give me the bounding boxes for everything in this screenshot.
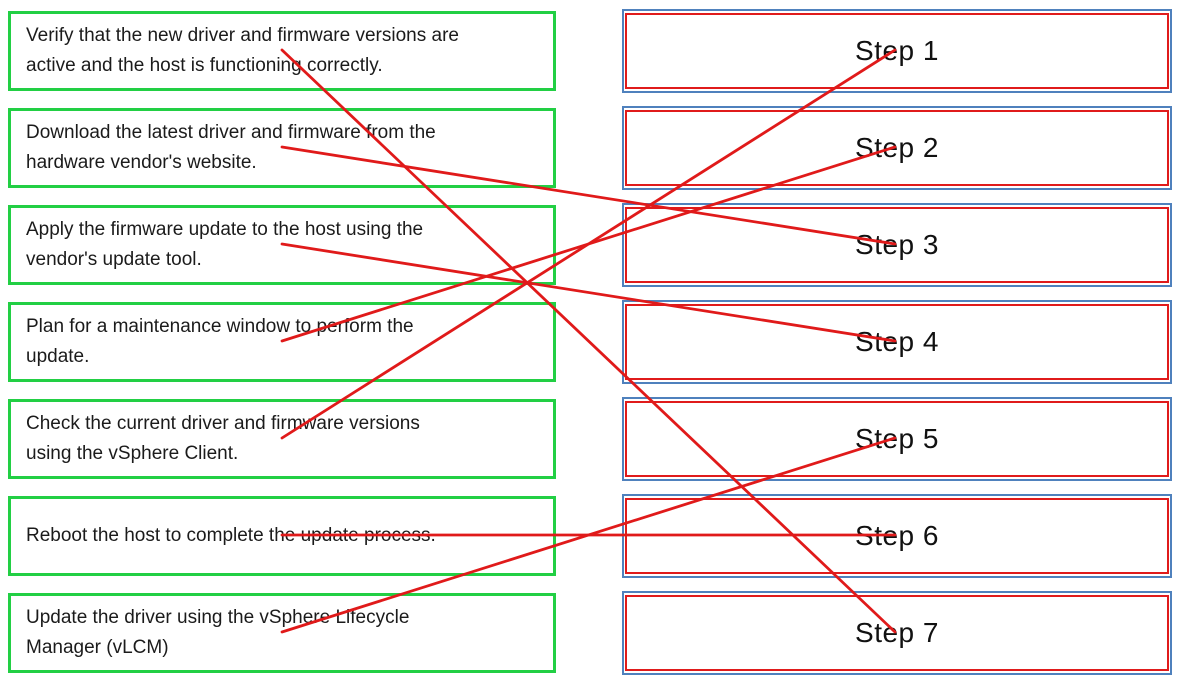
task-text: Apply the firmware update to the host us… [26, 219, 424, 270]
step-label: Step 6 [855, 520, 939, 551]
step-label: Step 7 [855, 617, 939, 648]
task-card-check[interactable]: Check the current driver and firmware ve… [8, 399, 556, 479]
task-card-reboot[interactable]: Reboot the host to complete the update p… [8, 496, 556, 576]
step-slot-4[interactable]: Step 4 [622, 300, 1172, 384]
step-label: Step 1 [855, 35, 939, 66]
step-slot-7[interactable]: Step 7 [622, 591, 1172, 675]
step-slot-inner: Step 4 [625, 304, 1169, 380]
task-text: Check the current driver and firmware ve… [26, 413, 420, 464]
step-slot-inner: Step 1 [625, 13, 1169, 89]
task-text: Update the driver using the vSphere Life… [26, 607, 410, 658]
task-card-apply[interactable]: Apply the firmware update to the host us… [8, 205, 556, 285]
step-slot-inner: Step 3 [625, 207, 1169, 283]
step-slot-5[interactable]: Step 5 [622, 397, 1172, 481]
step-slot-6[interactable]: Step 6 [622, 494, 1172, 578]
step-label: Step 2 [855, 132, 939, 163]
step-slot-inner: Step 6 [625, 498, 1169, 574]
task-text: Download the latest driver and firmware … [26, 122, 436, 173]
step-label: Step 4 [855, 326, 939, 357]
step-label: Step 5 [855, 423, 939, 454]
step-slot-inner: Step 5 [625, 401, 1169, 477]
task-card-download[interactable]: Download the latest driver and firmware … [8, 108, 556, 188]
step-slot-inner: Step 2 [625, 110, 1169, 186]
step-label: Step 3 [855, 229, 939, 260]
task-text: Plan for a maintenance window to perform… [26, 316, 414, 367]
step-slot-inner: Step 7 [625, 595, 1169, 671]
step-slot-2[interactable]: Step 2 [622, 106, 1172, 190]
task-text: Verify that the new driver and firmware … [26, 25, 459, 76]
step-slot-1[interactable]: Step 1 [622, 9, 1172, 93]
task-text: Reboot the host to complete the update p… [26, 525, 436, 546]
task-card-update-driver[interactable]: Update the driver using the vSphere Life… [8, 593, 556, 673]
step-slot-3[interactable]: Step 3 [622, 203, 1172, 287]
task-card-verify[interactable]: Verify that the new driver and firmware … [8, 11, 556, 91]
task-card-plan[interactable]: Plan for a maintenance window to perform… [8, 302, 556, 382]
